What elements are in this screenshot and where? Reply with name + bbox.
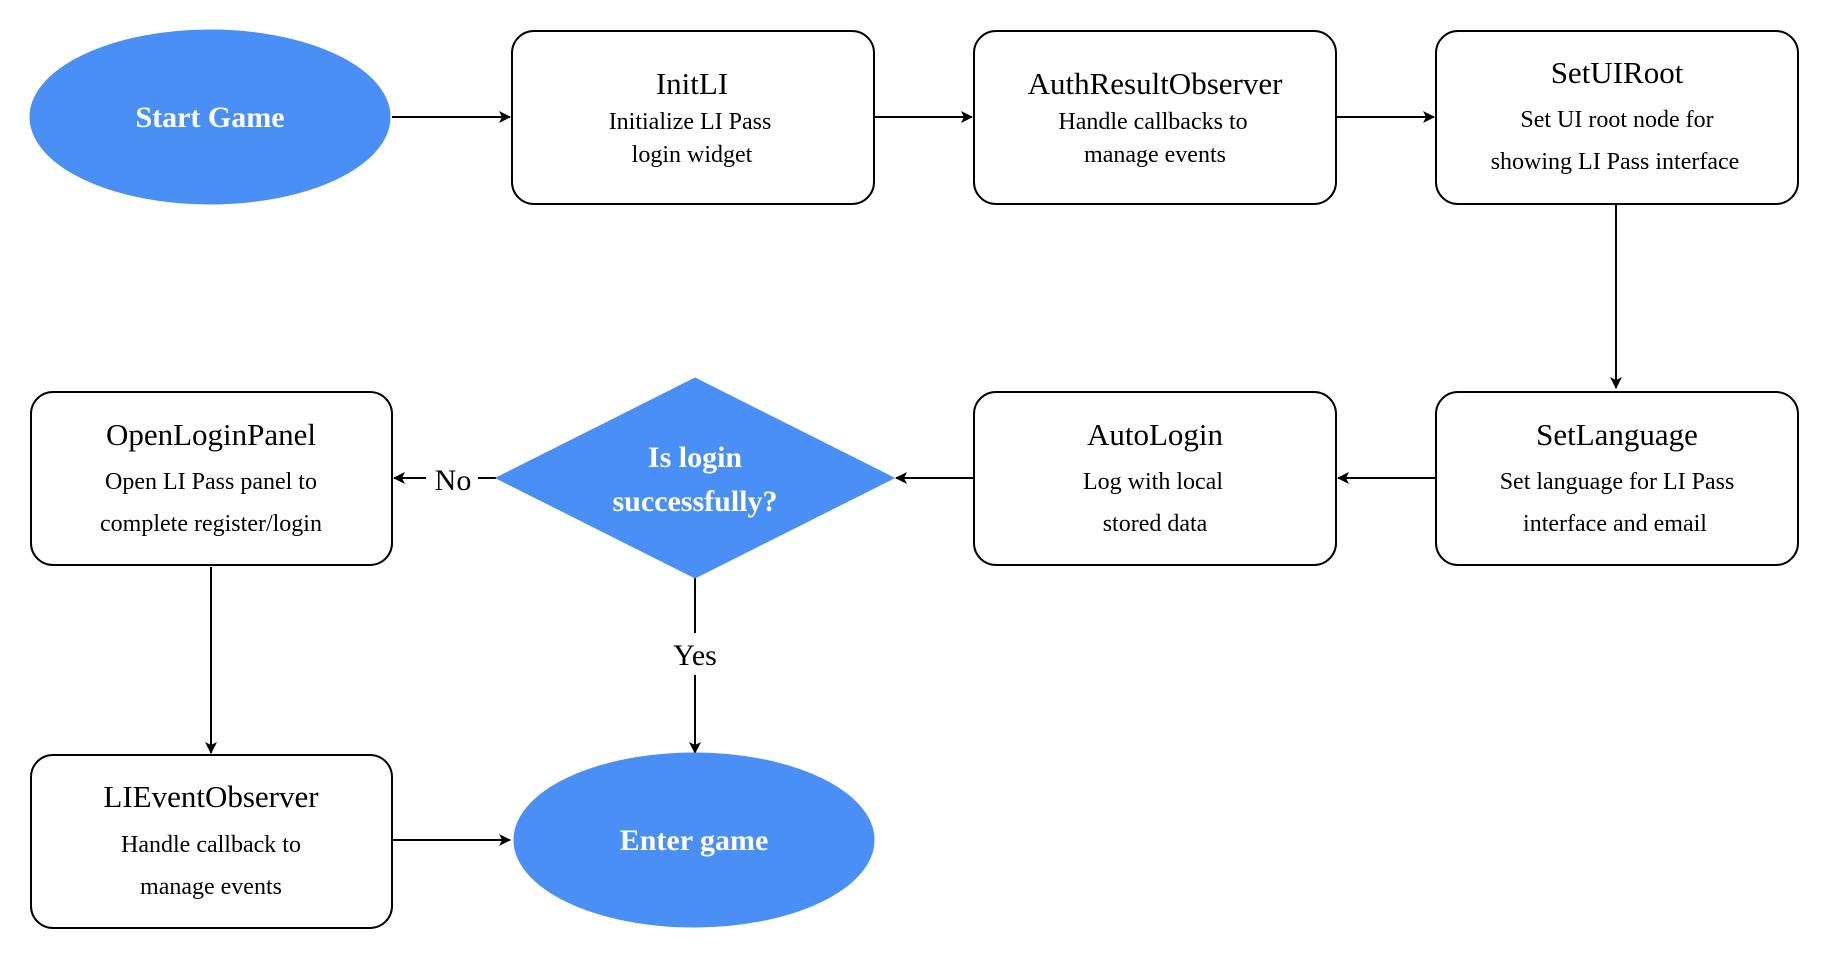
edge-label-no: No — [435, 464, 472, 497]
start-node — [29, 29, 391, 205]
autologin-line2: stored data — [1103, 511, 1208, 537]
yes-label-background — [664, 633, 726, 675]
authresult-line1: Handle callbacks to — [1058, 109, 1247, 135]
no-label-background — [426, 460, 478, 498]
authresult-title: AuthResultObserver — [1028, 66, 1284, 101]
initli-line2: login widget — [632, 142, 753, 168]
setuiroot-title: SetUIRoot — [1551, 55, 1684, 90]
autologin-title: AutoLogin — [1087, 417, 1224, 452]
setlanguage-node — [1435, 391, 1799, 566]
enter-node — [513, 752, 875, 928]
lieventobserver-node — [30, 754, 393, 929]
decision-node — [494, 377, 896, 579]
initli-node — [511, 30, 875, 205]
decision-line1: Is login — [648, 441, 743, 474]
setuiroot-line2: showing LI Pass interface — [1491, 149, 1740, 175]
openloginpanel-node — [30, 391, 393, 566]
setlanguage-line2: interface and email — [1523, 511, 1707, 537]
start-label: Start Game — [135, 101, 284, 134]
setuiroot-node — [1435, 30, 1799, 205]
decision-line2: successfully? — [613, 485, 778, 518]
initli-line1: Initialize LI Pass — [609, 109, 772, 135]
autologin-line1: Log with local — [1083, 469, 1223, 495]
openloginpanel-title: OpenLoginPanel — [106, 417, 316, 452]
authresult-node — [973, 30, 1337, 205]
setuiroot-line1: Set UI root node for — [1520, 107, 1713, 133]
setlanguage-title: SetLanguage — [1536, 417, 1698, 452]
authresult-line2: manage events — [1084, 142, 1226, 168]
setlanguage-line1: Set language for LI Pass — [1500, 469, 1735, 495]
openloginpanel-line1: Open LI Pass panel to — [105, 469, 317, 495]
initli-title: InitLI — [656, 66, 728, 101]
lieventobserver-line2: manage events — [140, 874, 282, 900]
lieventobserver-title: LIEventObserver — [103, 779, 319, 814]
edge-label-yes: Yes — [673, 639, 717, 672]
enter-label: Enter game — [620, 824, 769, 857]
autologin-node — [973, 391, 1337, 566]
openloginpanel-line2: complete register/login — [100, 511, 322, 537]
lieventobserver-line1: Handle callback to — [121, 832, 301, 858]
